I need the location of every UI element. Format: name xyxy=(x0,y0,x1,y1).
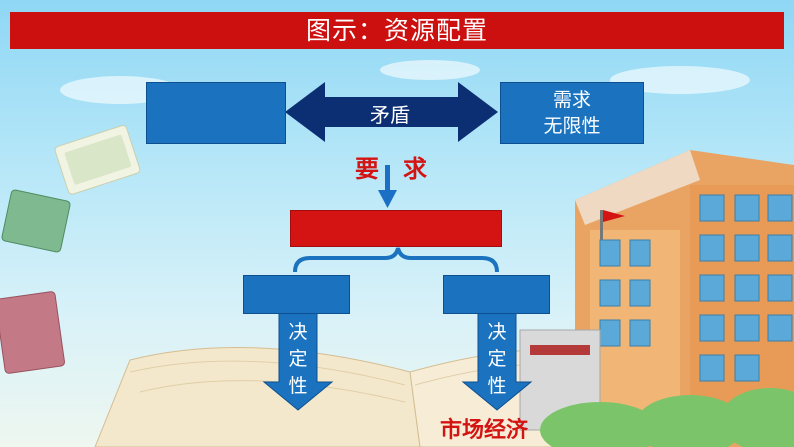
double-arrow xyxy=(285,82,498,142)
left-arrow-char-2: 定 xyxy=(288,348,308,370)
conflict-label: 矛盾 xyxy=(370,103,410,127)
right-arrow-char-3: 性 xyxy=(487,375,507,397)
requirement-char-2: 求 xyxy=(403,155,427,183)
allocation-box xyxy=(290,210,502,247)
need-line-1: 需求 xyxy=(552,89,591,111)
market-economy-label: 市场经济 xyxy=(440,418,529,443)
left-method-box xyxy=(243,275,350,314)
brace-connector xyxy=(293,247,499,273)
need-line-2: 无限性 xyxy=(543,115,601,137)
right-method-box xyxy=(443,275,550,314)
need-box: 需求 无限性 xyxy=(500,82,644,144)
resource-box xyxy=(146,82,286,144)
school-building-illustration xyxy=(519,150,794,447)
book-illustration xyxy=(0,125,141,374)
left-arrow-char-1: 决 xyxy=(288,321,308,343)
right-decision-arrow xyxy=(461,312,533,411)
right-arrow-char-2: 定 xyxy=(487,348,507,370)
down-arrow xyxy=(378,165,397,208)
right-arrow-char-1: 决 xyxy=(487,321,507,343)
left-decision-arrow xyxy=(262,312,334,411)
left-arrow-char-3: 性 xyxy=(288,375,308,397)
page-title: 图示：资源配置 xyxy=(305,16,488,45)
title-bar: 图示：资源配置 xyxy=(10,12,784,49)
requirement-char-1: 要 xyxy=(355,155,379,183)
tree-illustration xyxy=(540,388,794,447)
